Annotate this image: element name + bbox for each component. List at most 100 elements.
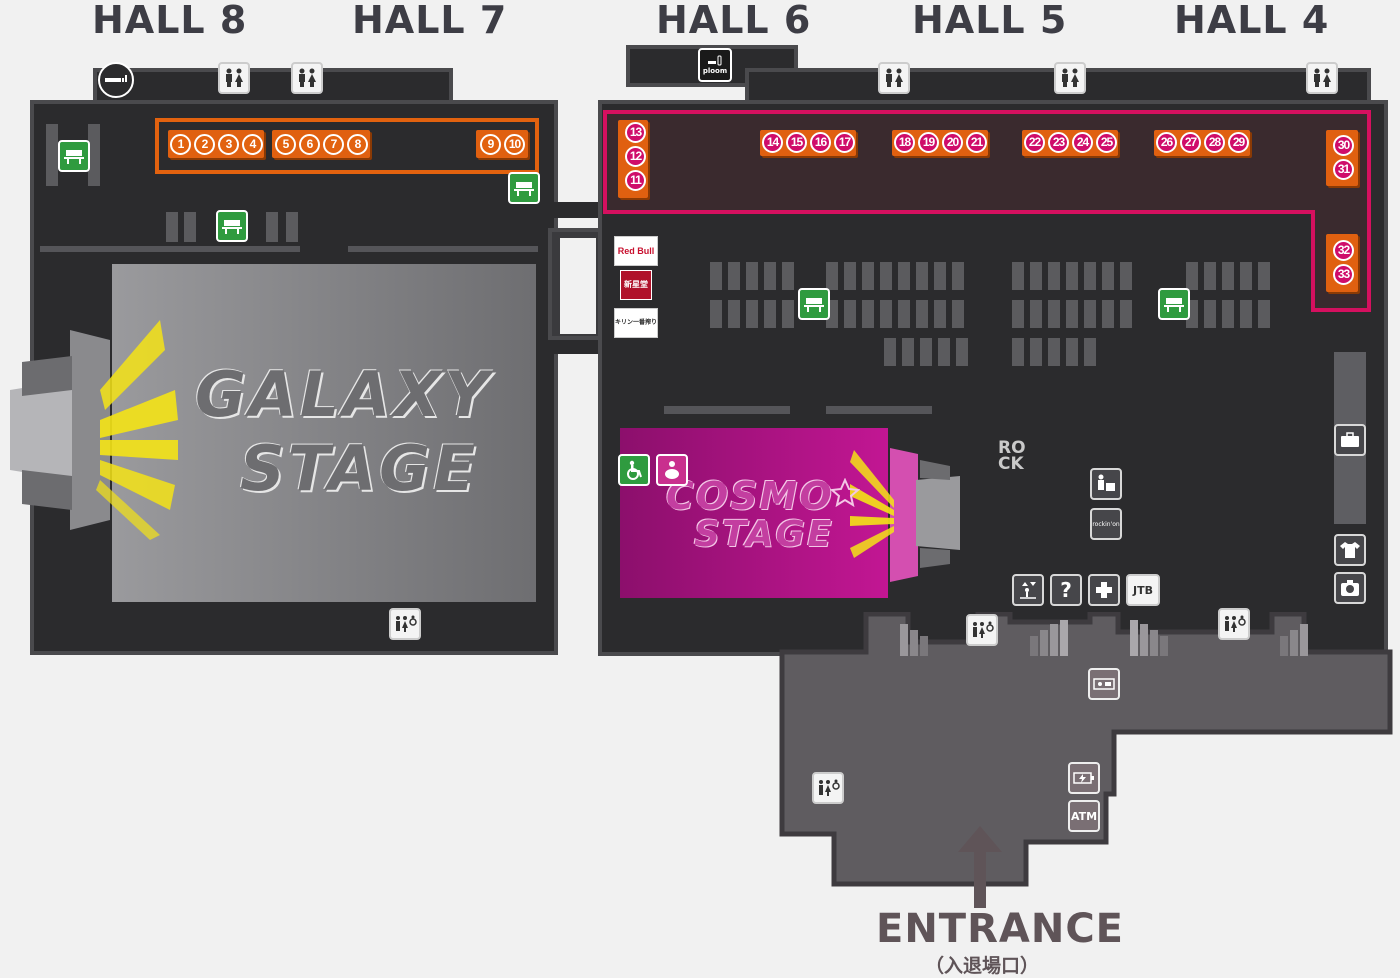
charging-icon[interactable] xyxy=(1068,762,1100,794)
booth-27[interactable]: 27 xyxy=(1180,132,1201,153)
hall-connector-upper xyxy=(548,202,608,218)
booth-29[interactable]: 29 xyxy=(1228,132,1249,153)
booth-23[interactable]: 23 xyxy=(1048,132,1069,153)
restroom-icon[interactable] xyxy=(1306,62,1338,94)
ticket-icon[interactable] xyxy=(1088,668,1120,700)
booth-28[interactable]: 28 xyxy=(1204,132,1225,153)
booth-26[interactable]: 26 xyxy=(1156,132,1177,153)
seating-block xyxy=(1030,300,1042,328)
hall-5-label: HALL 5 xyxy=(912,0,1068,42)
seating-block xyxy=(862,300,874,328)
booth-20[interactable]: 20 xyxy=(942,132,963,153)
elevator-icon[interactable] xyxy=(1012,574,1044,606)
booth-13[interactable]: 13 xyxy=(625,122,646,143)
restroom-icon[interactable] xyxy=(291,62,323,94)
smoking-area-icon[interactable] xyxy=(98,62,134,98)
seating-block xyxy=(728,262,740,290)
booth-6[interactable]: 6 xyxy=(299,134,320,155)
restroom-icon[interactable] xyxy=(1054,62,1086,94)
booth-24[interactable]: 24 xyxy=(1072,132,1093,153)
multipurpose-restroom-icon[interactable] xyxy=(1218,608,1250,640)
booth-11[interactable]: 11 xyxy=(625,170,646,191)
seating-block xyxy=(1240,300,1252,328)
booth-19[interactable]: 19 xyxy=(918,132,939,153)
wheelchair-icon[interactable] xyxy=(618,454,650,486)
restroom-icon[interactable] xyxy=(218,62,250,94)
rockinon-booth[interactable]: rockin'on xyxy=(1090,508,1122,540)
bench-icon[interactable] xyxy=(508,172,540,204)
booth-3[interactable]: 3 xyxy=(218,134,239,155)
multipurpose-restroom-icon[interactable] xyxy=(812,772,844,804)
information-icon[interactable]: ? xyxy=(1050,574,1082,606)
seating-block xyxy=(266,212,278,242)
seating-block xyxy=(286,212,298,242)
booth-9[interactable]: 9 xyxy=(480,134,501,155)
jtb-counter[interactable]: JTB xyxy=(1126,574,1160,606)
bench-icon[interactable] xyxy=(798,288,830,320)
booth-22[interactable]: 22 xyxy=(1024,132,1045,153)
booth-21[interactable]: 21 xyxy=(966,132,987,153)
booth-16[interactable]: 16 xyxy=(810,132,831,153)
seating-block xyxy=(166,212,178,242)
multipurpose-restroom-icon[interactable] xyxy=(389,608,421,640)
seating-block xyxy=(1048,262,1060,290)
booth-31[interactable]: 31 xyxy=(1333,159,1354,180)
seating-block xyxy=(1030,262,1042,290)
galaxy-stage-speakers xyxy=(10,320,178,540)
booth-4[interactable]: 4 xyxy=(242,134,263,155)
seating-block xyxy=(1102,262,1114,290)
connector-gap xyxy=(560,238,596,334)
booth-30[interactable]: 30 xyxy=(1333,135,1354,156)
photo-booth-icon[interactable] xyxy=(1334,572,1366,604)
seating-block xyxy=(884,338,896,366)
booth-1[interactable]: 1 xyxy=(170,134,191,155)
bench-icon[interactable] xyxy=(58,140,90,172)
multipurpose-restroom-icon[interactable] xyxy=(966,614,998,646)
first-aid-icon[interactable] xyxy=(1088,574,1120,606)
booth-33[interactable]: 33 xyxy=(1333,264,1354,285)
seating-block xyxy=(1066,262,1078,290)
booth-25[interactable]: 25 xyxy=(1096,132,1117,153)
seating-block xyxy=(880,262,892,290)
bench-icon[interactable] xyxy=(216,210,248,242)
booth-5[interactable]: 5 xyxy=(275,134,296,155)
seating-block xyxy=(1066,300,1078,328)
ploom-icon[interactable]: ploom xyxy=(698,48,732,82)
booth-17[interactable]: 17 xyxy=(834,132,855,153)
sponsor-kirin-ichiban[interactable]: キリン一番搾り xyxy=(614,308,658,338)
seating-block xyxy=(1012,262,1024,290)
tshirt-shop-icon[interactable] xyxy=(1334,534,1366,566)
seating-block xyxy=(764,300,776,328)
booth-8[interactable]: 8 xyxy=(347,134,368,155)
seating-block xyxy=(1012,300,1024,328)
hall-4-label: HALL 4 xyxy=(1174,0,1330,42)
cloakroom-icon[interactable] xyxy=(1334,424,1366,456)
hall-7-label: HALL 7 xyxy=(352,0,508,42)
booth-32[interactable]: 32 xyxy=(1333,240,1354,261)
seating-block xyxy=(934,262,946,290)
entrance-label: ENTRANCE xyxy=(876,906,1124,952)
restroom-icon[interactable] xyxy=(878,62,910,94)
seating-block xyxy=(764,262,776,290)
seating-block xyxy=(1222,300,1234,328)
seating-block xyxy=(1204,262,1216,290)
booth-7[interactable]: 7 xyxy=(323,134,344,155)
booth-10[interactable]: 10 xyxy=(504,134,525,155)
nursing-room-icon[interactable] xyxy=(656,454,688,486)
seating-block xyxy=(1066,338,1078,366)
booth-14[interactable]: 14 xyxy=(762,132,783,153)
sponsor-shinseido[interactable]: 新星堂 xyxy=(620,270,652,300)
seating-block xyxy=(1048,300,1060,328)
booth-15[interactable]: 15 xyxy=(786,132,807,153)
sponsor-red-bull[interactable]: Red Bull xyxy=(614,236,658,266)
booth-18[interactable]: 18 xyxy=(894,132,915,153)
baggage-storage-icon[interactable] xyxy=(1090,468,1122,500)
seating-block xyxy=(1084,300,1096,328)
seating-block xyxy=(916,300,928,328)
booth-2[interactable]: 2 xyxy=(194,134,215,155)
galaxy-stage[interactable] xyxy=(112,264,536,602)
bench-icon[interactable] xyxy=(1158,288,1190,320)
seating-block xyxy=(862,262,874,290)
booth-12[interactable]: 12 xyxy=(625,146,646,167)
atm-icon[interactable]: ATM xyxy=(1068,800,1100,832)
